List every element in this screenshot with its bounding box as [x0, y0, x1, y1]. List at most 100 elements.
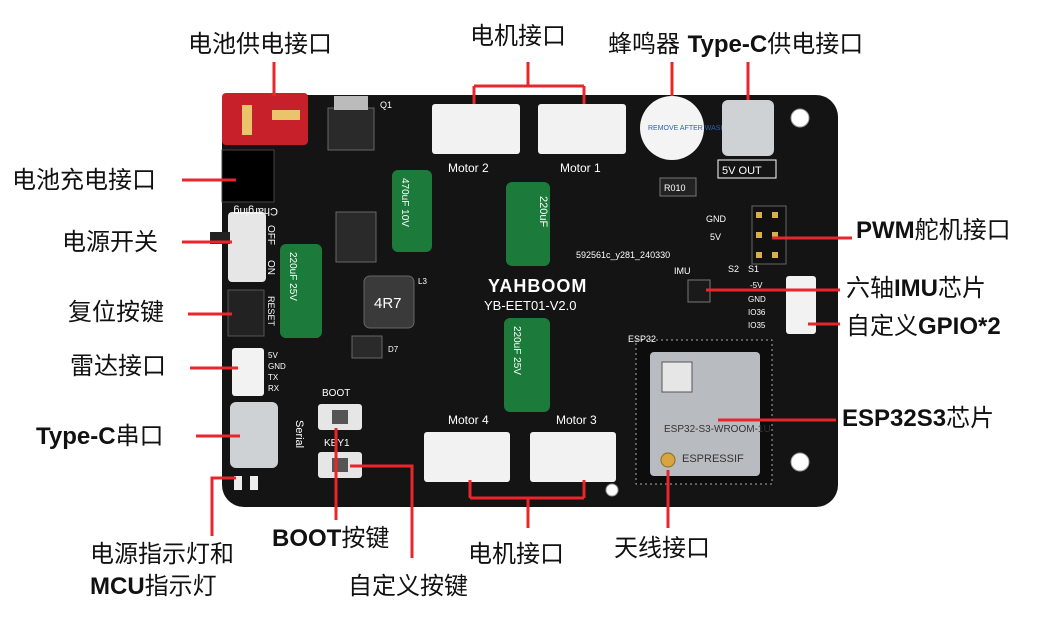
esp32-qr-code [661, 361, 693, 393]
label-boot-bold: BOOT [272, 525, 342, 552]
silk-cap: 220uF [537, 196, 549, 227]
silk-5v-out: 5V OUT [722, 165, 762, 177]
silk-motor2: Motor 2 [448, 161, 489, 175]
mounting-hole [790, 108, 810, 128]
label-esp-suffix: 芯片 [946, 404, 995, 432]
label-battery-charge: 电池充电接口 [12, 166, 156, 194]
boot-button-cap [332, 410, 348, 424]
silk-s2: S2 [728, 264, 739, 274]
pwm-pin [772, 232, 778, 238]
label-imu-suffix: 芯片 [938, 274, 986, 302]
callout-lines [182, 62, 852, 558]
silk-neg5v: -5V [750, 281, 763, 290]
label-battery-power: 电池供电接口 [188, 30, 332, 58]
silk-gnd: GND [706, 214, 727, 224]
label-motor-top: 电机接口 [470, 22, 566, 50]
silk-l3: L3 [418, 277, 427, 286]
pwm-pin [756, 232, 762, 238]
five-v-out-box [717, 159, 777, 179]
pwm-pin [772, 212, 778, 218]
label-boot-key: BOOT按键 [272, 524, 389, 553]
mosfet-q1 [327, 107, 375, 151]
label-reset-key: 复位按键 [68, 298, 164, 326]
board-logo: YAHBOOM [488, 276, 587, 296]
motor3-connector [530, 432, 616, 482]
mounting-hole [605, 483, 619, 497]
label-esp32: ESP32S3芯片 [842, 404, 994, 433]
silk-serial: Serial [293, 420, 305, 448]
label-buzzer-text: 蜂鸣器 [608, 30, 688, 58]
silk-boot: BOOT [322, 388, 350, 399]
label-buzzer-typec-power: 蜂鸣器 Type-C供电接口 [608, 30, 863, 59]
silk-imu: IMU [674, 266, 691, 276]
key1-button-cap [332, 458, 348, 472]
silk-espressif: ESPRESSIF [682, 453, 744, 465]
label-pwm-bold: PWM [856, 217, 915, 244]
typec-power-port [722, 100, 774, 156]
battery-connector-pin [242, 105, 252, 135]
label-esp-bold: ESP32S3 [842, 405, 947, 432]
indicator-led [250, 476, 258, 490]
label-lidar: 雷达接口 [70, 352, 166, 380]
label-power-switch: 电源开关 [62, 228, 158, 256]
label-boot-suffix: 按键 [341, 524, 390, 552]
label-leds-mcu-bold: MCU [90, 573, 145, 600]
mounting-hole [790, 452, 810, 472]
label-leds-line2: MCU指示灯 [90, 572, 217, 601]
label-typec-serial-suffix: 串口 [115, 422, 164, 450]
silk-cap: 470uF 10V [399, 178, 410, 227]
label-leds-line2-suffix: 指示灯 [144, 572, 217, 600]
indicator-led [234, 476, 242, 490]
silk-on: ON [265, 260, 276, 275]
lidar-connector [232, 348, 264, 396]
diode-d7 [351, 335, 383, 359]
mosfet-q1-tab [334, 96, 368, 110]
pwm-pin [756, 252, 762, 258]
pwm-pin [772, 252, 778, 258]
reset-button [227, 289, 265, 337]
silk-reset: RESET [266, 296, 276, 327]
label-gpio-bold: GPIO*2 [918, 313, 1001, 340]
silk-s1: S1 [748, 264, 759, 274]
silk-io35: IO35 [748, 321, 766, 330]
motor2-connector [432, 104, 520, 154]
silk-motor4: Motor 4 [448, 413, 489, 427]
resistor-r010 [659, 177, 697, 197]
silk-cap: 220uF 25V [511, 326, 522, 375]
antenna-connector [660, 452, 676, 468]
silk-gpio-gnd: GND [748, 295, 766, 304]
power-switch [228, 212, 266, 282]
motor4-connector [424, 432, 510, 482]
callout-leds [210, 476, 236, 536]
label-pwm-suffix: 舵机接口 [914, 216, 1011, 244]
label-custom-key: 自定义按键 [348, 572, 468, 600]
silk-esp32: ESP32 [628, 334, 656, 344]
battery-connector-pin [272, 110, 300, 120]
capacitor [504, 318, 550, 412]
label-imu-prefix: 六轴 [846, 274, 894, 302]
silk-lidar-pin: RX [268, 384, 280, 393]
silk-lidar-pin: GND [268, 362, 286, 371]
lidar-pin-labels: 5V GND TX RX [268, 351, 286, 393]
label-typec-serial-bold: Type-C [36, 423, 116, 450]
label-typec-power-bold: Type-C [687, 31, 768, 58]
pwm-pin [756, 212, 762, 218]
silk-buzzer: REMOVE AFTER WASHING [648, 125, 738, 132]
silk-motor1: Motor 1 [560, 161, 601, 175]
silk-r010: R010 [664, 183, 686, 193]
board-model: YB-EET01-V2.0 [484, 298, 577, 313]
label-typec-serial: Type-C串口 [36, 422, 164, 451]
silk-5v: 5V [710, 232, 721, 242]
label-leds-line1: 电源指示灯和 [90, 540, 234, 568]
label-typec-power-suffix: 供电接口 [767, 30, 864, 58]
label-imu: 六轴IMU芯片 [846, 274, 986, 303]
regulator-chip [335, 211, 377, 263]
callout-custom-key [350, 464, 414, 558]
silk-off: OFF [265, 225, 276, 245]
silk-motor3: Motor 3 [556, 413, 597, 427]
label-gpio: 自定义GPIO*2 [846, 312, 1001, 341]
silk-lidar-pin: TX [268, 373, 279, 382]
callout-motor-bottom [468, 480, 586, 528]
label-pwm: PWM舵机接口 [856, 216, 1011, 245]
